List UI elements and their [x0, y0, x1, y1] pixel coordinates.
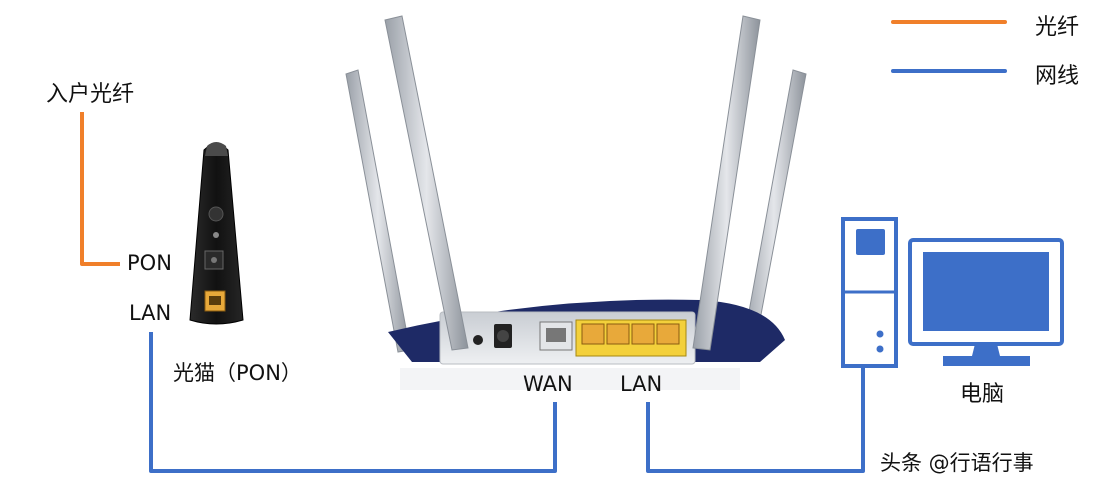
router: [345, 15, 807, 390]
modem-caption: 光猫（PON）: [173, 361, 302, 385]
fiber-line: [80, 112, 120, 266]
computer-monitor: [908, 238, 1064, 366]
watermark: 头条 @行语行事: [880, 451, 1034, 475]
fiber-input-label: 入户光纤: [46, 82, 135, 107]
cable-router-to-computer: [646, 366, 865, 473]
computer-tower: [841, 217, 898, 368]
router-wan-label: WAN: [523, 372, 573, 396]
computer-caption: 电脑: [960, 382, 1005, 407]
legend-cable-label: 网线: [1035, 64, 1080, 89]
optical-modem: [189, 142, 244, 325]
router-lan-label: LAN: [620, 372, 663, 396]
modem-lan-label: LAN: [129, 301, 172, 325]
legend-fiber-label: 光纤: [1035, 15, 1080, 40]
modem-pon-label: PON: [127, 251, 172, 275]
cable-modem-to-router: [149, 332, 557, 473]
